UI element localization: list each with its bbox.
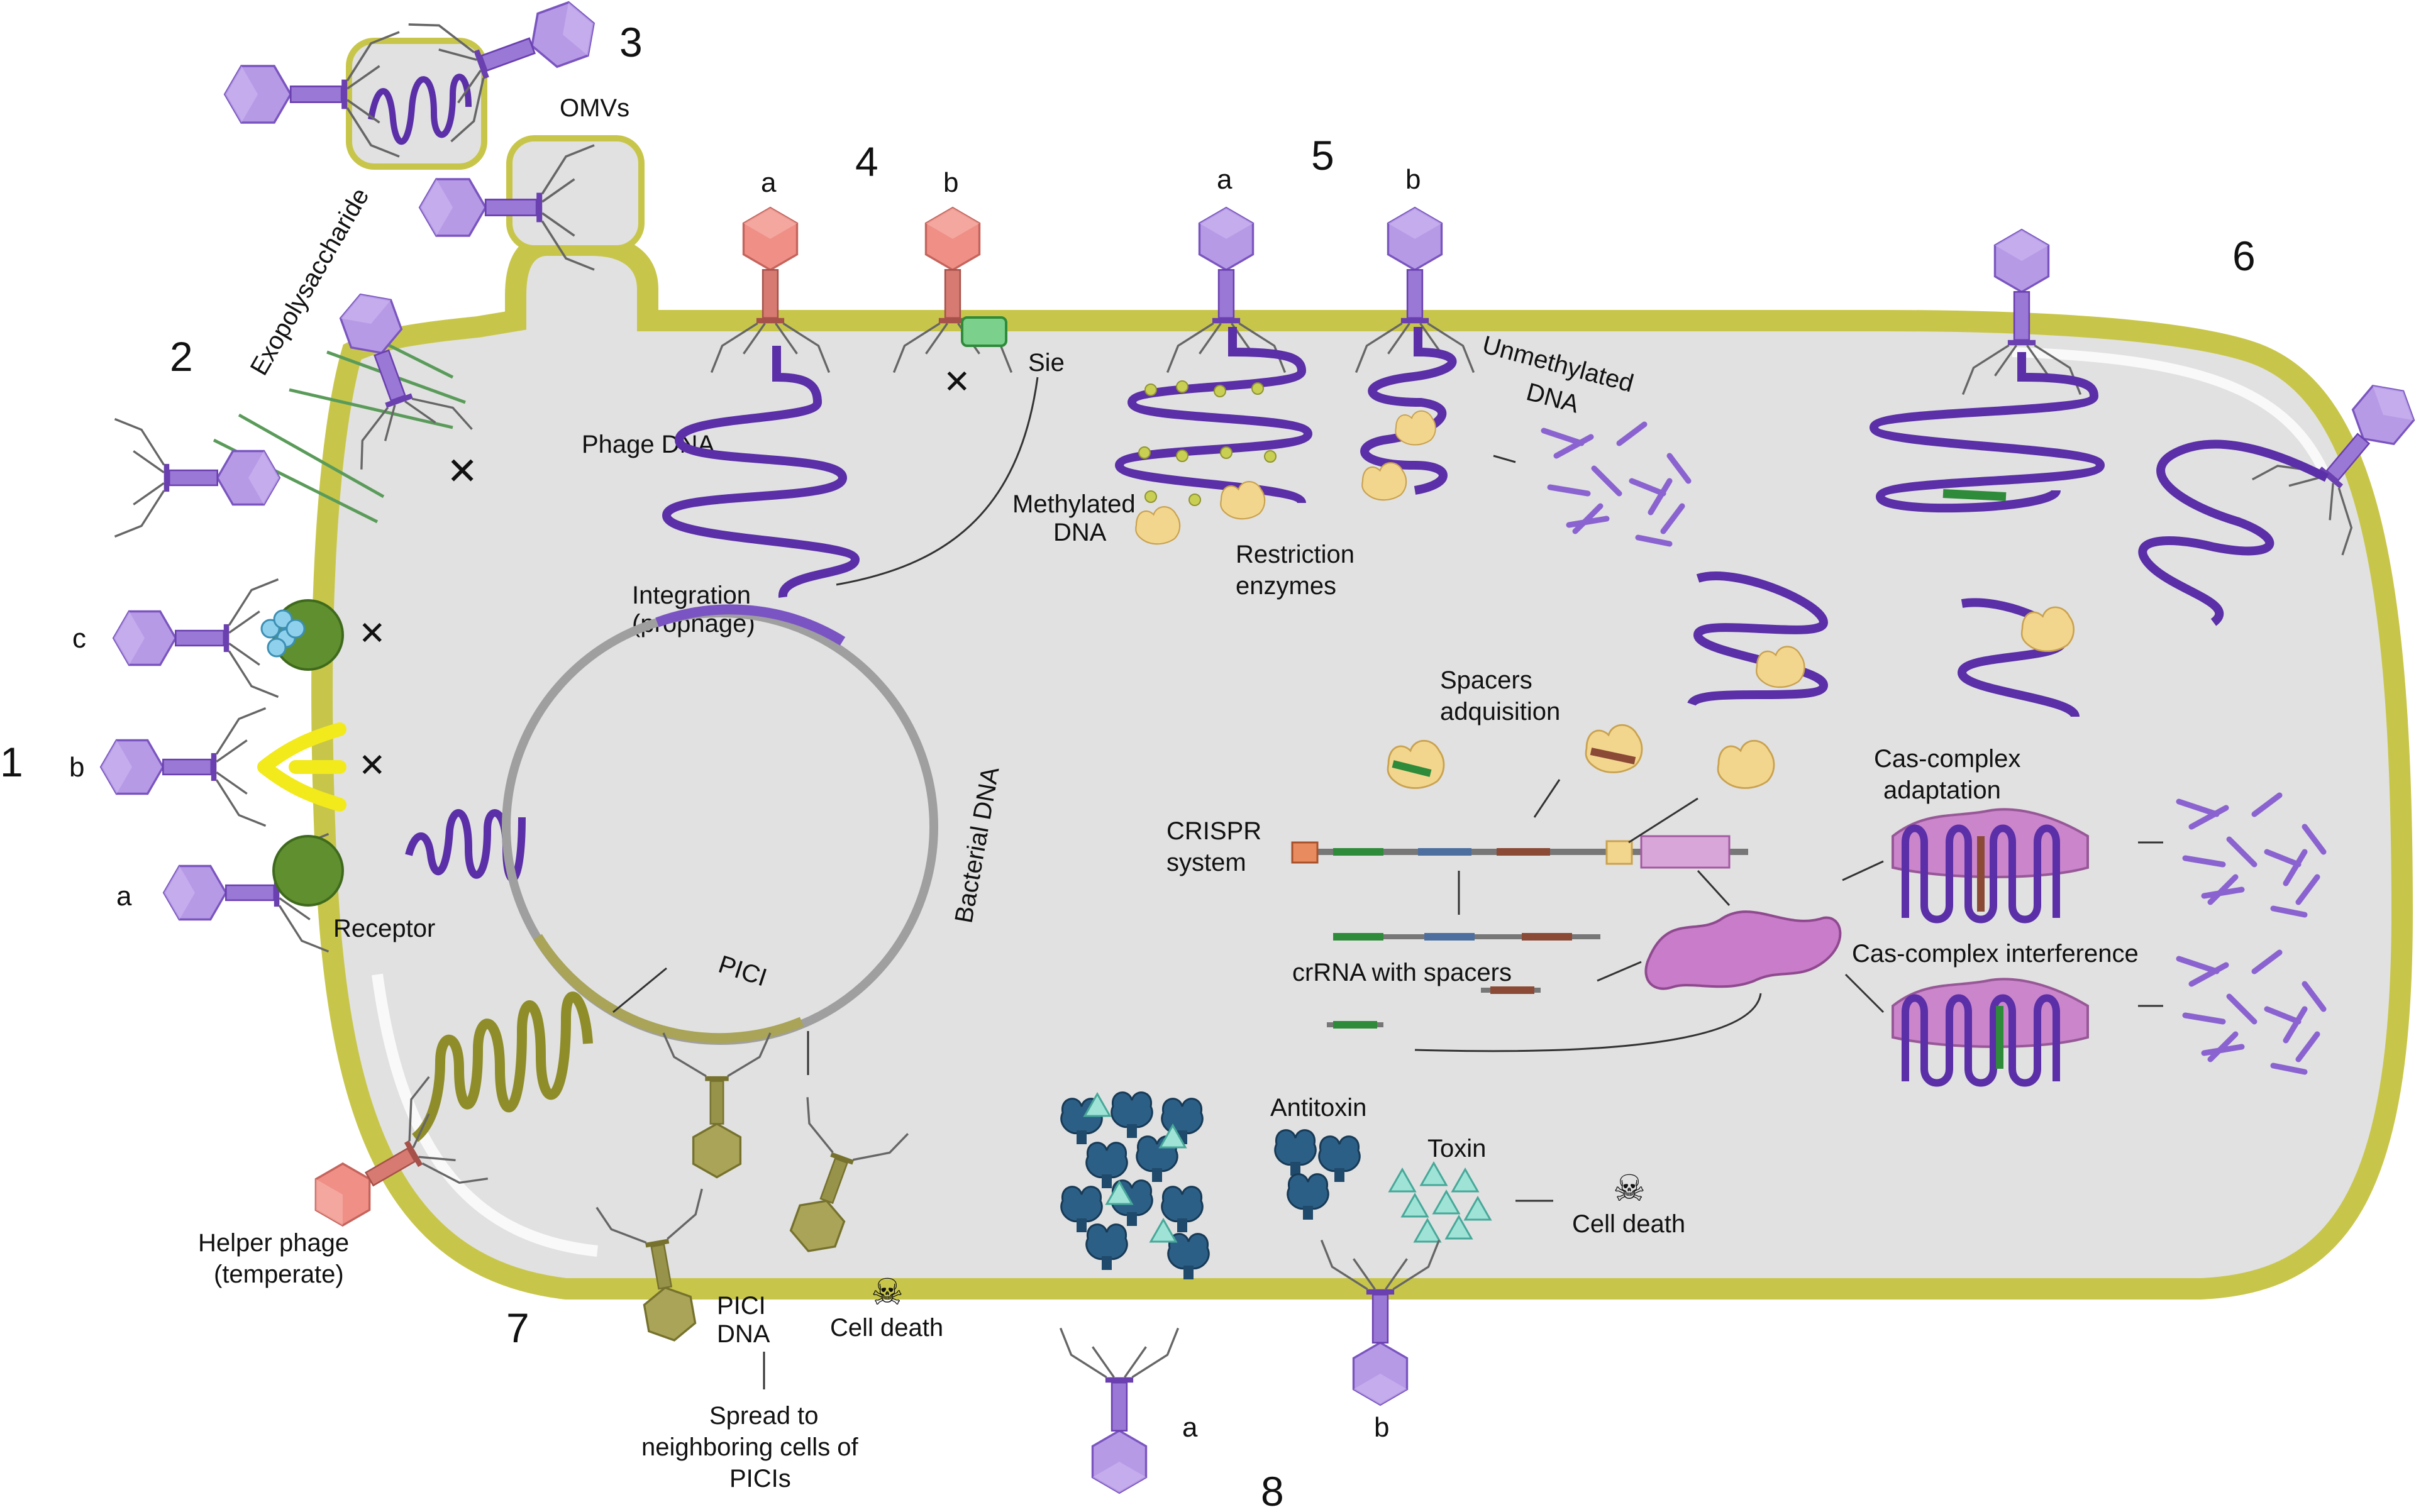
- cell-inner-highlight-top: [2012, 347, 2332, 480]
- sie-protein: [961, 316, 1007, 347]
- label-8a: a: [1182, 1412, 1198, 1443]
- receptor-label: Receptor: [333, 915, 435, 942]
- label-1a: a: [116, 881, 132, 912]
- arrow-spacer-to-array: [1533, 779, 1561, 818]
- spread-label-line2: neighboring cells of: [641, 1433, 859, 1461]
- helper-phage-label-line1: Helper phage: [198, 1229, 349, 1257]
- spacers-label-line1: Spacers: [1440, 666, 1532, 694]
- receptor-1a: [272, 835, 344, 907]
- cas-adaptation-label-line2: adaptation: [1883, 776, 2001, 804]
- phage-8a: [1059, 1327, 1180, 1494]
- cas-enzyme-bound-2: [2020, 606, 2075, 653]
- label-5a: a: [1217, 164, 1233, 195]
- label-5b: b: [1405, 164, 1421, 195]
- pici-dna-label-line1: PICI: [717, 1292, 766, 1320]
- label-1c: c: [72, 623, 86, 654]
- number-8: 8: [1261, 1468, 1284, 1512]
- spread-label-line1: Spread to: [709, 1402, 818, 1430]
- cas-interference-label: Cas-complex interference: [1852, 940, 2139, 968]
- helper-phage-label-line2: (temperate): [214, 1261, 344, 1288]
- arrow-crrna-to-cas: [1597, 961, 1642, 982]
- omv-vesicle-upper: [346, 38, 487, 170]
- spread-label-line3: PICIs: [729, 1465, 791, 1493]
- label-1b: b: [69, 752, 84, 783]
- blocked-x-4b: ✕: [943, 364, 971, 400]
- arrow-crrna2-to-cas: [1414, 993, 1762, 1052]
- arrow-helper-to-pici: [612, 967, 667, 1013]
- unmethylated-phage-dna: [1360, 327, 1457, 495]
- phage-dna-4a: [662, 346, 860, 598]
- crispr-phage-dna-middle: [1687, 571, 1829, 707]
- arrow-to-fragments-5: [1493, 455, 1516, 463]
- helper-phage-dna: [411, 991, 593, 1142]
- blocked-x-1c: ✕: [358, 615, 386, 652]
- omv-phage-dna: [368, 74, 472, 145]
- skull-icon-7: ☠: [871, 1272, 904, 1313]
- arrow-array-to-enzyme: [1628, 797, 1698, 844]
- arrow-cas-to-interference: [1844, 973, 1885, 1013]
- sie-label: Sie: [1028, 349, 1065, 377]
- omvs-label: OMVs: [560, 94, 629, 122]
- adaptation-target-dna: [1902, 824, 2060, 924]
- cas-complex: [1644, 910, 1842, 990]
- pici-region: [533, 934, 804, 1044]
- interference-target-dna: [1902, 994, 2060, 1087]
- label-4b: b: [943, 167, 958, 198]
- skull-icon-ta: ☠: [1613, 1168, 1646, 1209]
- spacer-green: [1392, 760, 1432, 777]
- arrow-cas-to-adaptation: [1842, 860, 1884, 881]
- restriction-enzyme-1: [1135, 506, 1181, 545]
- cas-adaptation-label-line1: Cas-complex: [1874, 745, 2020, 773]
- restriction-enzyme-4: [1361, 462, 1407, 501]
- receptor-1b-modified: [257, 722, 346, 812]
- blocked-x-2: ✕: [446, 450, 478, 492]
- number-4: 4: [855, 138, 878, 185]
- cell-death-label-ta: Cell death: [1572, 1210, 1685, 1238]
- cas-enzyme-bound-1: [1755, 646, 1805, 688]
- exopolysaccharide-phage-lower: [113, 417, 280, 538]
- methylated-label-line2: DNA: [1053, 519, 1107, 546]
- antitoxin-label: Antitoxin: [1270, 1094, 1366, 1122]
- crrna-label: crRNA with spacers: [1292, 959, 1512, 986]
- cell-death-label-7: Cell death: [830, 1314, 943, 1342]
- restriction-label-line2: enzymes: [1236, 572, 1336, 600]
- methylated-label-line1: Methylated: [1012, 490, 1136, 518]
- arrow-array-to-cas: [1697, 869, 1731, 907]
- blocked-x-1b: ✕: [358, 748, 386, 784]
- receptor-block-1c: [260, 609, 306, 658]
- number-5: 5: [1311, 132, 1334, 179]
- prophage-region: [655, 604, 846, 646]
- crispr-phage-dna-top: [1869, 352, 2105, 513]
- crrna-strands: [1327, 933, 1600, 1029]
- label-8b: b: [1374, 1412, 1389, 1443]
- crispr-label-line2: system: [1166, 849, 1246, 876]
- number-6: 6: [2232, 233, 2256, 279]
- spacer-brown: [1590, 748, 1636, 764]
- methylated-phage-dna: [1114, 327, 1313, 505]
- number-2: 2: [170, 333, 193, 380]
- number-3: 3: [619, 19, 643, 65]
- pici-dna-label-line2: DNA: [717, 1320, 770, 1348]
- arrow-integration-to-sie: [836, 377, 1039, 586]
- number-1: 1: [0, 739, 23, 785]
- phage-1c: [112, 578, 280, 698]
- label-4a: a: [761, 167, 777, 198]
- restriction-label-line1: Restriction: [1236, 541, 1355, 568]
- crispr-phage-dna-right: [2138, 439, 2329, 626]
- protospacer-top: [1942, 489, 2007, 501]
- phage-1b: [99, 707, 267, 827]
- spacers-label-line2: adquisition: [1440, 698, 1560, 726]
- crispr-array: [1291, 835, 1748, 869]
- restriction-enzyme-2: [1220, 481, 1266, 520]
- number-7: 7: [506, 1305, 529, 1351]
- spacer-enzyme-3: [1717, 739, 1775, 789]
- omv-vesicle-lower: [506, 135, 645, 251]
- toxin-label: Toxin: [1427, 1135, 1486, 1162]
- restriction-enzyme-3: [1395, 410, 1436, 446]
- crispr-label-line1: CRISPR: [1166, 817, 1261, 845]
